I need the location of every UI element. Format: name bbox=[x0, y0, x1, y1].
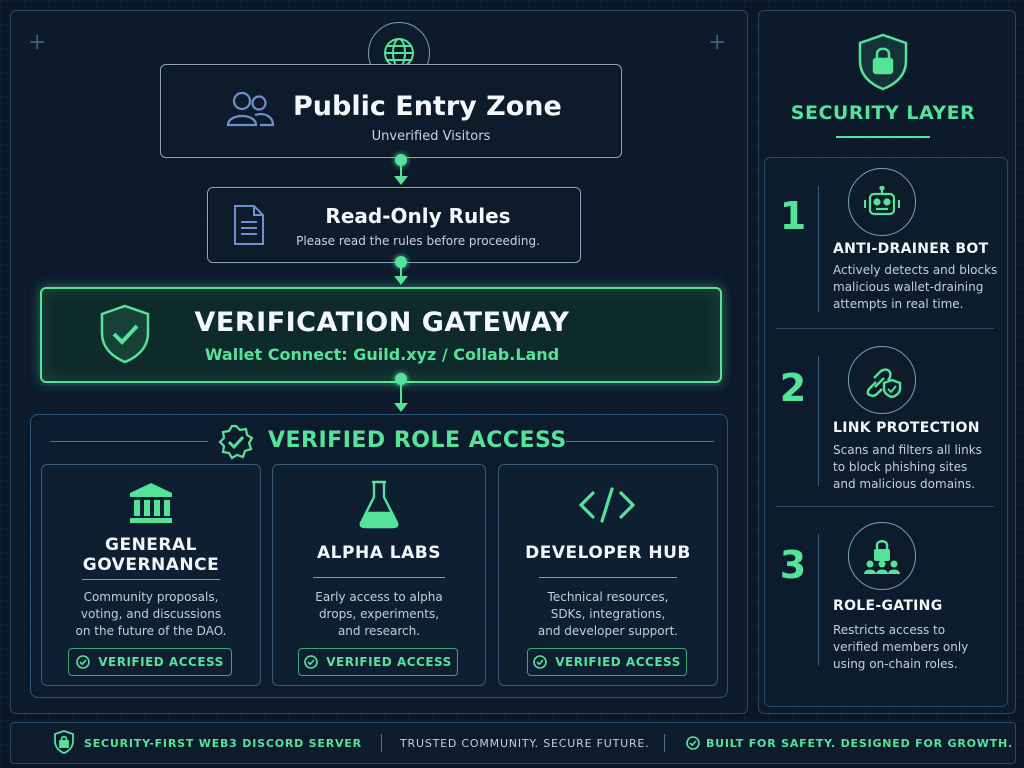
step-number: 1 bbox=[779, 194, 807, 238]
connector-line bbox=[400, 164, 402, 176]
read-only-rules: Read-Only Rules Please read the rules be… bbox=[207, 187, 581, 263]
divider-line bbox=[566, 441, 714, 442]
badge-label: VERIFIED ACCESS bbox=[555, 655, 681, 669]
entry-title: Public Entry Zone bbox=[293, 91, 562, 122]
rules-title: Read-Only Rules bbox=[325, 204, 511, 228]
connector-line bbox=[400, 383, 402, 403]
step-number: 3 bbox=[779, 543, 807, 587]
step-divider bbox=[818, 356, 819, 486]
card-description: Technical resources, SDKs, integrations,… bbox=[537, 590, 679, 638]
code-icon bbox=[577, 485, 637, 529]
step-description: Actively detects and blocks malicious wa… bbox=[833, 263, 998, 311]
security-title: SECURITY LAYER bbox=[790, 102, 976, 124]
connector-arrow bbox=[394, 176, 408, 185]
crosshair-decoration: + bbox=[28, 30, 47, 55]
connector-arrow bbox=[394, 276, 408, 285]
public-entry-zone: Public Entry Zone Unverified Visitors bbox=[160, 64, 622, 158]
users-icon bbox=[225, 89, 275, 133]
footer-right: BUILT FOR SAFETY. DESIGNED FOR GROWTH. bbox=[706, 737, 1014, 750]
check-circle-icon bbox=[533, 655, 548, 669]
step-title: ROLE-GATING bbox=[833, 598, 943, 614]
verified-access-badge: VERIFIED ACCESS bbox=[68, 648, 232, 676]
step-description: Scans and filters all links to block phi… bbox=[833, 443, 982, 491]
badge-label: VERIFIED ACCESS bbox=[326, 655, 452, 669]
check-circle-icon bbox=[76, 655, 91, 669]
item-separator bbox=[776, 328, 994, 329]
lock-group-icon bbox=[848, 522, 916, 590]
verified-title: VERIFIED ROLE ACCESS bbox=[268, 428, 567, 453]
card-title: GENERAL GOVERNANCE bbox=[82, 535, 220, 575]
document-icon bbox=[232, 204, 266, 250]
card-title: ALPHA LABS bbox=[317, 543, 441, 563]
role-card-alpha-labs[interactable]: ALPHA LABS Early access to alpha drops, … bbox=[272, 464, 486, 686]
card-description: Community proposals, voting, and discuss… bbox=[75, 590, 227, 638]
footer-bar bbox=[10, 722, 1016, 764]
footer-left: SECURITY-FIRST WEB3 DISCORD SERVER bbox=[84, 737, 362, 750]
step-title: ANTI-DRAINER BOT bbox=[833, 241, 989, 257]
badge-label: VERIFIED ACCESS bbox=[98, 655, 224, 669]
connector-arrow bbox=[394, 403, 408, 412]
card-title: DEVELOPER HUB bbox=[525, 543, 691, 563]
rules-subtitle: Please read the rules before proceeding. bbox=[296, 234, 540, 248]
card-divider bbox=[82, 579, 220, 580]
footer-divider bbox=[664, 734, 665, 752]
item-separator bbox=[776, 506, 994, 507]
role-card-developer-hub[interactable]: DEVELOPER HUB Technical resources, SDKs,… bbox=[498, 464, 718, 686]
step-number: 2 bbox=[779, 366, 807, 410]
footer-middle: TRUSTED COMMUNITY. SECURE FUTURE. bbox=[400, 737, 650, 750]
verification-gateway: VERIFICATION GATEWAY Wallet Connect: Gui… bbox=[40, 287, 722, 383]
verified-access-badge: VERIFIED ACCESS bbox=[298, 648, 458, 676]
connector-dot bbox=[395, 373, 407, 385]
connector-dot bbox=[395, 256, 407, 268]
crosshair-decoration: + bbox=[708, 30, 727, 55]
divider-line bbox=[50, 441, 208, 442]
lock-shield-icon bbox=[856, 32, 910, 96]
footer-divider bbox=[381, 734, 382, 752]
flask-icon bbox=[357, 479, 401, 533]
gateway-subtitle: Wallet Connect: Guild.xyz / Collab.Land bbox=[204, 345, 560, 364]
card-divider bbox=[313, 577, 445, 578]
step-description: Restricts access to verified members onl… bbox=[833, 623, 969, 671]
step-divider bbox=[818, 186, 819, 312]
bank-icon bbox=[128, 481, 174, 529]
connector-line bbox=[400, 266, 402, 276]
title-underline bbox=[836, 136, 930, 138]
check-circle-icon bbox=[304, 655, 319, 669]
connector-dot bbox=[395, 154, 407, 166]
role-card-governance[interactable]: GENERAL GOVERNANCE Community proposals, … bbox=[41, 464, 261, 686]
verified-access-badge: VERIFIED ACCESS bbox=[527, 648, 687, 676]
robot-icon bbox=[848, 168, 916, 236]
card-description: Early access to alpha drops, experiments… bbox=[315, 590, 443, 638]
gateway-title: VERIFICATION GATEWAY bbox=[194, 307, 570, 338]
entry-subtitle: Unverified Visitors bbox=[371, 129, 491, 144]
shield-lock-icon bbox=[54, 730, 74, 758]
step-divider bbox=[818, 534, 819, 666]
link-shield-icon bbox=[848, 346, 916, 414]
step-title: LINK PROTECTION bbox=[833, 420, 980, 436]
check-circle-icon bbox=[686, 735, 700, 754]
shield-check-icon bbox=[98, 303, 152, 369]
badge-check-icon bbox=[218, 424, 254, 464]
security-list bbox=[764, 157, 1008, 707]
card-divider bbox=[539, 577, 677, 578]
